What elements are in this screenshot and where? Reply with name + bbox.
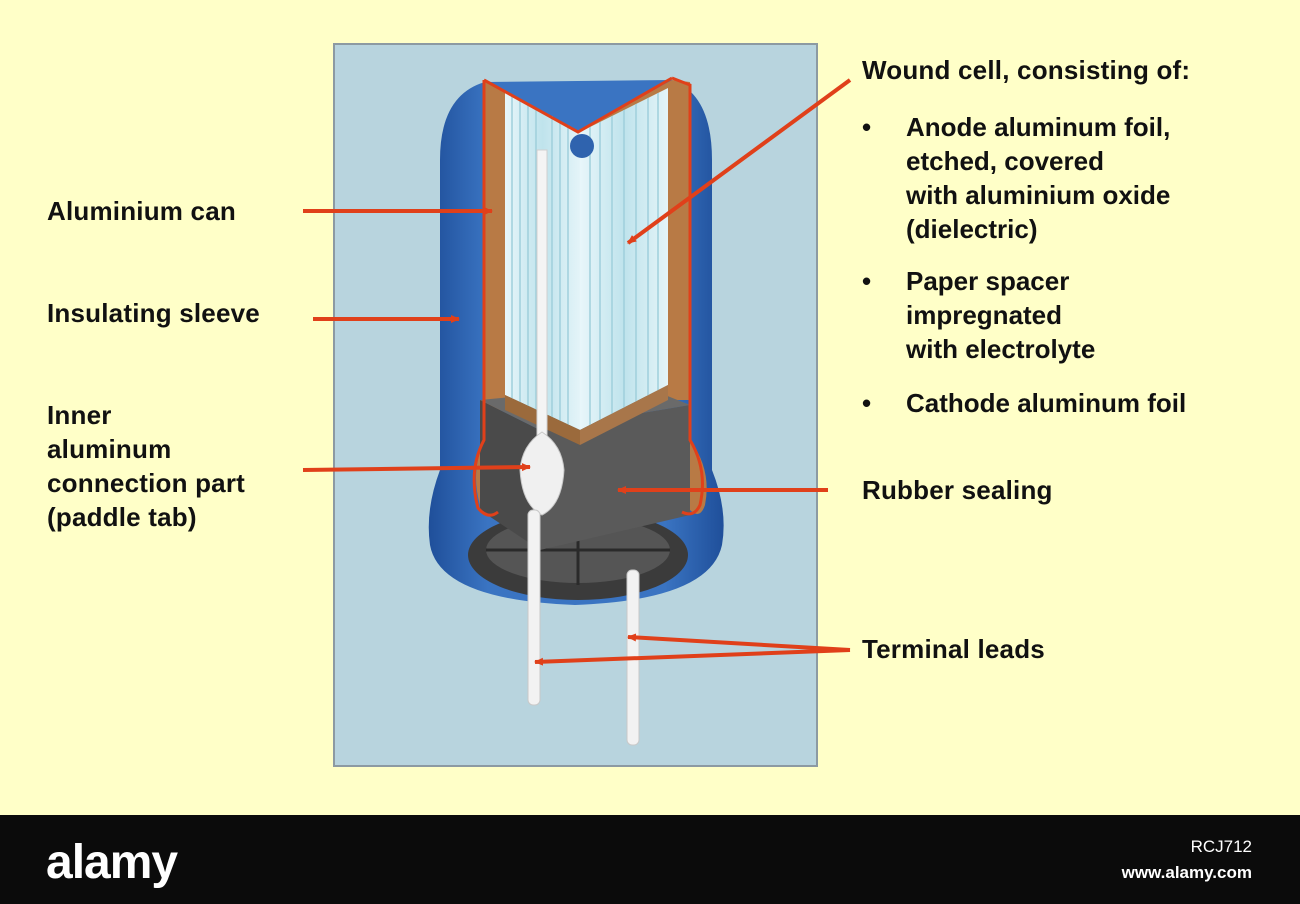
paddle-tab-bulb (519, 431, 565, 516)
label-rubber-sealing: Rubber sealing (862, 475, 1053, 505)
arrow-wound-cell (626, 78, 852, 245)
arrow-inner-part (302, 463, 531, 472)
terminal-lead-left (527, 509, 541, 706)
label-inner-connection-part: Inner aluminum connection part (paddle t… (47, 400, 246, 532)
bullet-marker: • (862, 112, 872, 142)
arrow-terminal-lead-left (534, 648, 851, 666)
watermark-footer: alamy RCJ712 www.alamy.com (0, 815, 1300, 904)
label-aluminium-can: Aluminium can (47, 196, 236, 226)
alamy-logo: alamy (46, 836, 178, 889)
site-url: www.alamy.com (1121, 863, 1252, 882)
list-item-anode-foil: • Anode aluminum foil, etched, covered w… (862, 112, 1171, 244)
can-outline (472, 76, 704, 517)
paddle-tab-stem (536, 149, 548, 441)
list-item-cathode-foil: • Cathode aluminum foil (862, 388, 1187, 418)
label-insulating-sleeve: Insulating sleeve (47, 298, 260, 328)
label-terminal-leads: Terminal leads (862, 634, 1045, 664)
bullet-marker: • (862, 266, 872, 296)
capacitor-illustration (302, 76, 852, 746)
bullet-marker: • (862, 388, 872, 418)
diagram-canvas: Aluminium can Insulating sleeve Inner al… (47, 43, 1282, 767)
arrow-terminal-lead-right (627, 633, 851, 652)
wound-cell-components-list: • Anode aluminum foil, etched, covered w… (862, 110, 1282, 420)
image-code: RCJ712 (1190, 837, 1252, 856)
label-wound-cell: Wound cell, consisting of: (862, 55, 1191, 85)
list-item-paper-spacer: • Paper spacer impregnated with electrol… (862, 266, 1096, 364)
